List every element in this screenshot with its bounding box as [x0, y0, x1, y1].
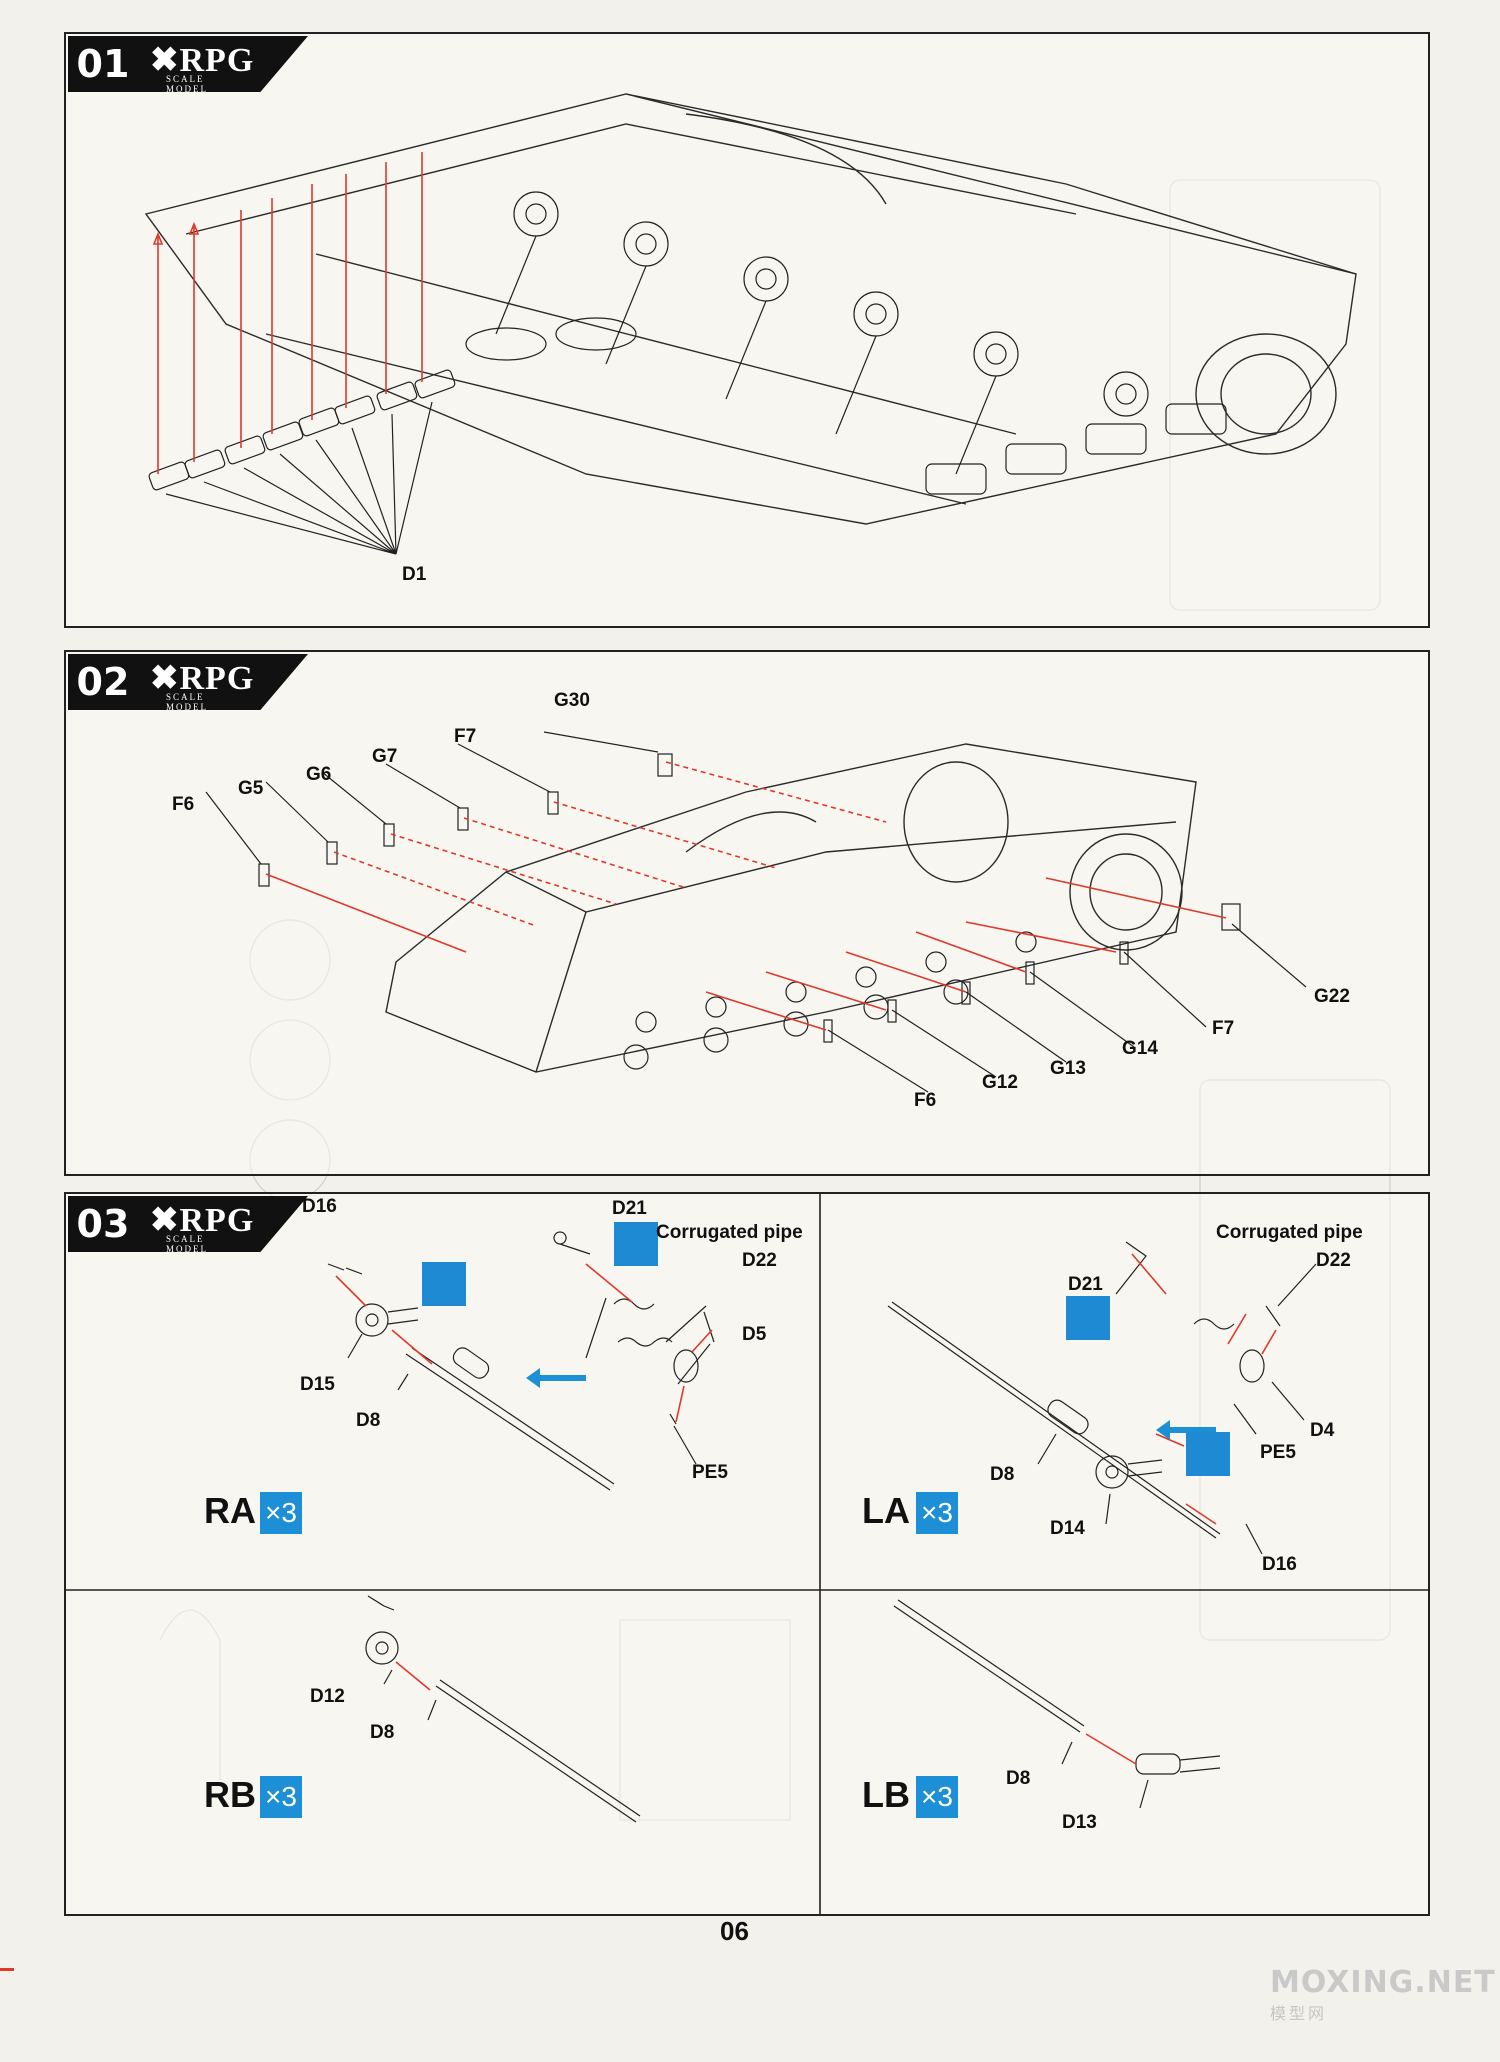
label-ra-d5: D5 — [742, 1324, 767, 1345]
hull-side-drawing — [205, 731, 1307, 1093]
label-rb-d8: D8 — [370, 1722, 395, 1743]
label-ra-pe5: PE5 — [692, 1462, 728, 1483]
edge-mark — [0, 1968, 14, 1971]
label-lb-d8: D8 — [1006, 1768, 1031, 1789]
brand-logo: ✖RPG — [150, 660, 255, 697]
assembly-id-ra: RA — [204, 1490, 256, 1531]
label-lb-d13: D13 — [1062, 1812, 1097, 1833]
label-ra-d21: D21 — [612, 1198, 647, 1219]
label-la-pe5: PE5 — [1260, 1442, 1296, 1463]
label-la-d4: D4 — [1310, 1420, 1335, 1441]
step-03-drawing — [66, 1194, 1428, 1914]
label-f6-bottom: F6 — [914, 1090, 937, 1111]
label-f6-left: F6 — [172, 794, 195, 815]
label-g5: G5 — [238, 778, 264, 799]
label-la-d8: D8 — [990, 1464, 1015, 1485]
label-la-corrugated-pipe: Corrugated pipe — [1216, 1222, 1363, 1243]
label-g14: G14 — [1122, 1038, 1158, 1059]
label-la-d14: D14 — [1050, 1518, 1085, 1539]
label-la-d22: D22 — [1316, 1250, 1351, 1271]
brand-logo: ✖RPG — [150, 42, 255, 79]
label-ra-d22: D22 — [742, 1250, 777, 1271]
page-number: 06 — [720, 1916, 749, 1946]
step-02-panel: 02 ✖RPG SCALE MODEL — [64, 650, 1430, 1176]
label-ra-d16: D16 — [302, 1196, 337, 1217]
hull-underside-drawing — [144, 93, 1357, 555]
label-la-d16: D16 — [1262, 1554, 1297, 1575]
label-ra-corrugated-pipe: Corrugated pipe — [656, 1222, 803, 1243]
brand-subtitle: SCALE MODEL — [166, 1234, 208, 1254]
step-number: 03 — [68, 1196, 138, 1252]
assembly-id-lb: LB — [862, 1774, 910, 1815]
quantity-badge: ×3 — [916, 1776, 958, 1818]
quantity-badge: ×3 — [260, 1492, 302, 1534]
watermark: MOXING.NET — [1270, 1965, 1496, 2000]
brand-logo: ✖RPG — [150, 1202, 255, 1239]
label-f7-top: F7 — [454, 726, 477, 747]
label-ra-d8: D8 — [356, 1410, 381, 1431]
step-number: 02 — [68, 654, 138, 710]
label-d1: D1 — [402, 564, 427, 585]
brand-subtitle: SCALE MODEL — [166, 74, 208, 94]
label-g12: G12 — [982, 1072, 1018, 1093]
step-01-panel: 01 ✖RPG SCALE MODEL — [64, 32, 1430, 628]
label-rb-d12: D12 — [310, 1686, 345, 1707]
watermark-subtitle: 模型网 — [1270, 2006, 1328, 2023]
step-03-panel: 03 ✖RPG SCALE MODEL — [64, 1192, 1430, 1916]
assembly-id-la: LA — [862, 1490, 910, 1531]
label-g22: G22 — [1314, 986, 1350, 1007]
brand-subtitle: SCALE MODEL — [166, 692, 208, 712]
label-g7: G7 — [372, 746, 398, 767]
glue-symbol-icon — [1186, 1432, 1230, 1476]
label-g6: G6 — [306, 764, 332, 785]
label-ra-d15: D15 — [300, 1374, 335, 1395]
glue-symbol-icon — [614, 1222, 658, 1266]
label-g30: G30 — [554, 690, 590, 711]
label-la-d21: D21 — [1068, 1274, 1103, 1295]
glue-symbol-icon — [422, 1262, 466, 1306]
assembly-id-rb: RB — [204, 1774, 256, 1815]
label-g13: G13 — [1050, 1058, 1086, 1079]
quantity-badge: ×3 — [260, 1776, 302, 1818]
label-f7-right: F7 — [1212, 1018, 1235, 1039]
step-number: 01 — [68, 36, 138, 92]
quantity-badge: ×3 — [916, 1492, 958, 1534]
glue-symbol-icon — [1066, 1296, 1110, 1340]
